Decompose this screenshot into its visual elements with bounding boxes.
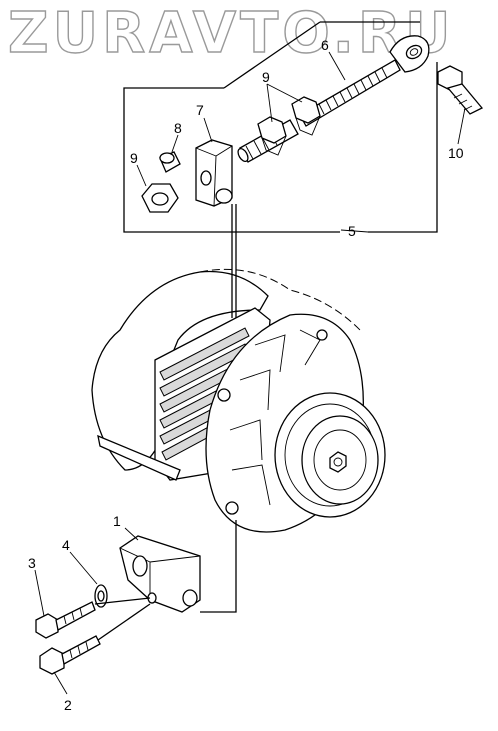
callout-5: 5 — [348, 223, 356, 239]
sleeve — [159, 151, 181, 173]
callout-6: 6 — [321, 37, 329, 53]
callout-1: 1 — [113, 513, 121, 529]
lock-nut — [141, 183, 179, 213]
alternator — [91, 268, 386, 533]
callout-9-lower: 9 — [130, 150, 138, 166]
callout-3: 3 — [28, 555, 36, 571]
leader-lines — [34, 51, 466, 695]
callout-9-upper: 9 — [262, 69, 270, 85]
bolt-item-10 — [437, 65, 484, 115]
bolt-item-2 — [39, 603, 151, 675]
watermark-text: ZURAVTO.RU — [8, 1, 455, 66]
callout-2: 2 — [64, 697, 72, 713]
callout-10: 10 — [448, 145, 464, 161]
callout-7: 7 — [196, 102, 204, 118]
washer — [94, 584, 108, 608]
alternator-bracket — [119, 535, 201, 613]
callout-8: 8 — [174, 120, 182, 136]
callout-4: 4 — [62, 537, 70, 553]
adjuster-block — [195, 139, 233, 207]
bolt-item-3 — [35, 597, 151, 639]
rod-nuts — [257, 96, 321, 156]
